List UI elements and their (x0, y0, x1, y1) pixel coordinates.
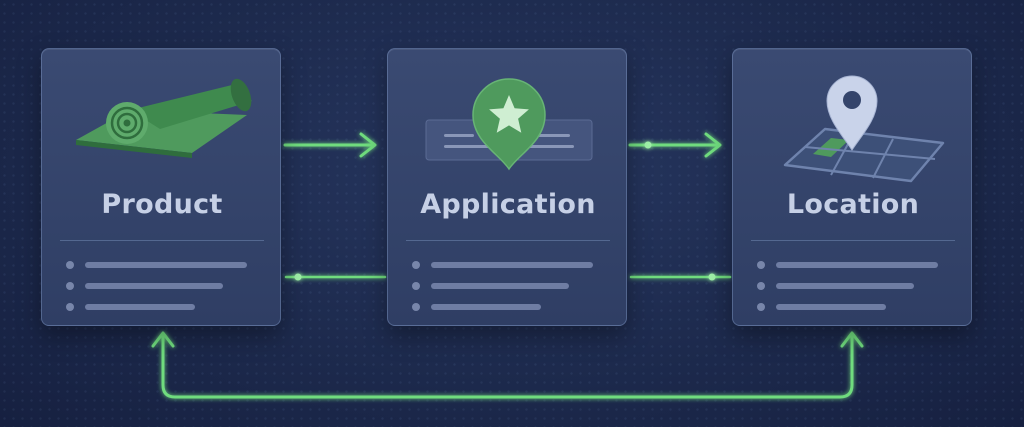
divider (406, 240, 610, 241)
placeholder-text-lines (412, 254, 612, 317)
card-title: Application (420, 189, 596, 220)
connector-dot (708, 273, 716, 281)
placeholder-line (776, 282, 914, 289)
placeholder-line (431, 282, 569, 289)
bullet-icon (66, 260, 74, 269)
card-location[interactable]: Location (732, 48, 972, 326)
bullet-icon (757, 260, 765, 269)
bullet-icon (757, 281, 765, 290)
bullet-icon (757, 302, 765, 311)
bullet-icon (412, 302, 420, 311)
card-product[interactable]: Product (41, 48, 281, 326)
rolled-mat-icon (76, 78, 252, 158)
placeholder-line (85, 282, 223, 289)
placeholder-line (85, 261, 247, 268)
divider (60, 240, 264, 241)
bullet-icon (412, 260, 420, 269)
arrow-product-to-application (283, 132, 377, 158)
arrow-application-to-location (628, 132, 722, 158)
bullet-icon (412, 281, 420, 290)
placeholder-line (776, 261, 938, 268)
connector-dot (644, 141, 652, 149)
placeholder-text-lines (66, 254, 266, 317)
placeholder-line (431, 303, 541, 310)
card-application[interactable]: Application (387, 48, 627, 326)
placeholder-line (431, 261, 593, 268)
loop-arrow-location-product (151, 331, 864, 399)
card-title: Location (786, 189, 920, 220)
star-badge-icon (425, 78, 593, 171)
bullet-icon (66, 281, 74, 290)
bullet-icon (66, 302, 74, 311)
connector-dot (294, 273, 302, 281)
placeholder-line (776, 303, 886, 310)
placeholder-line (85, 303, 195, 310)
divider (751, 240, 955, 241)
placeholder-text-lines (757, 254, 957, 317)
card-title: Product (101, 189, 223, 220)
map-pin-icon (783, 75, 945, 183)
